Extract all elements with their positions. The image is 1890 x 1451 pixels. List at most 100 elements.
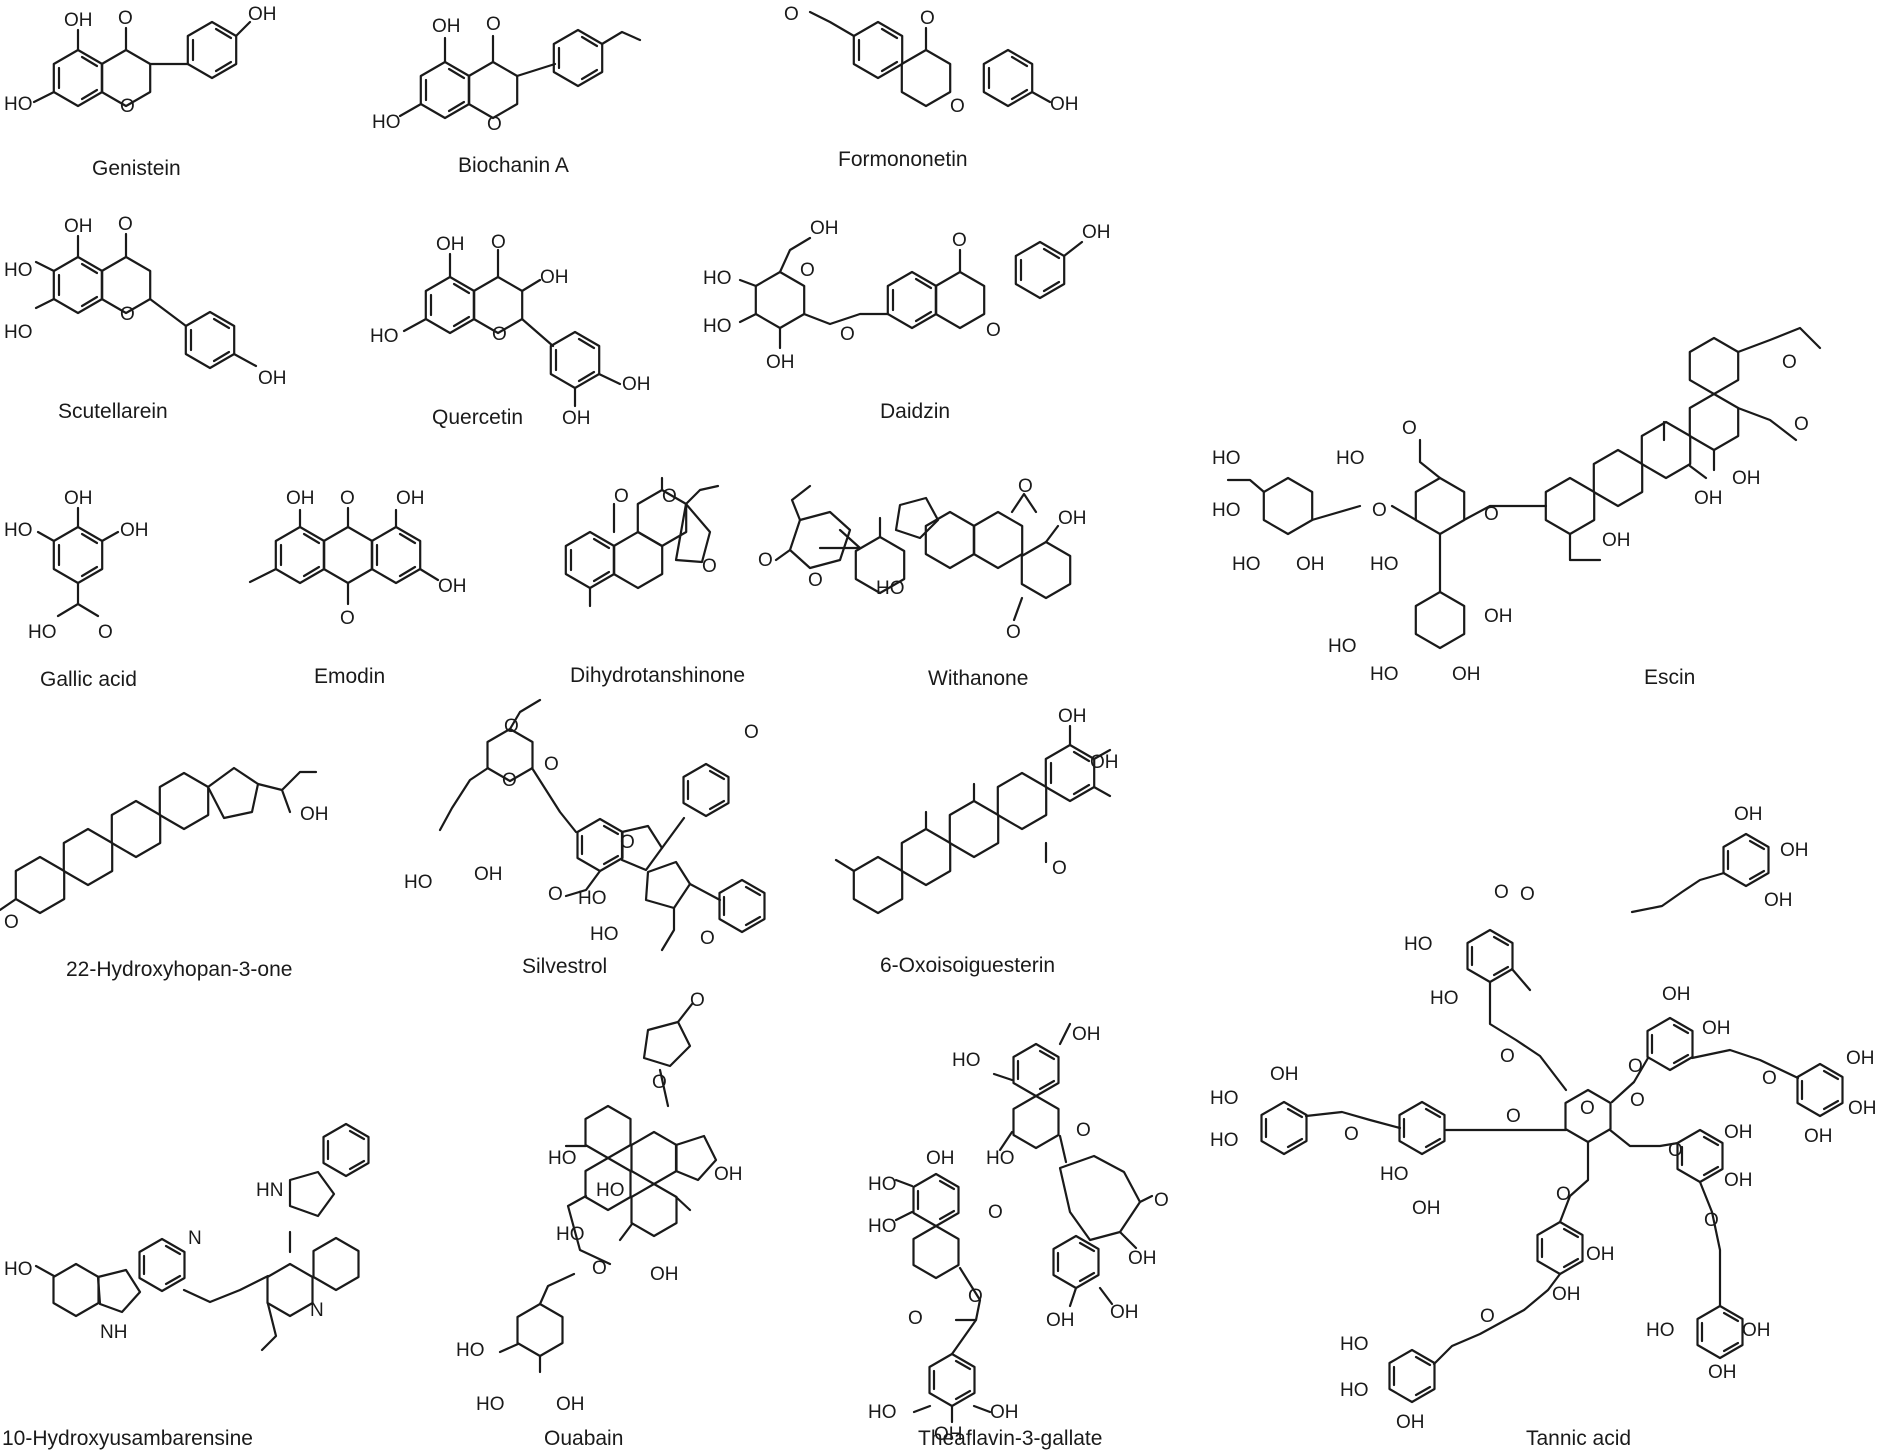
atom-label: OH [64,488,93,509]
atom-label: HO [28,622,57,643]
atom-label: OH [1412,1198,1441,1219]
atom-label: HO [876,578,905,599]
atom-label: HO [703,316,732,337]
atom-label: O [98,622,113,643]
atom-label: O [1580,1098,1595,1119]
atom-label: O [986,320,1001,341]
compound-tannic-acid: O O O O O O O O O O O O O OH OH OH HO HO… [1210,804,1877,1450]
compound-gallic-acid: OH HO OH HO O Gallic acid [4,488,149,691]
atom-label: O [548,884,563,905]
atom-label: HO [548,1148,577,1169]
atom-label: HO [1370,554,1399,575]
compound-name: Biochanin A [458,154,569,177]
atom-label: HO [868,1216,897,1237]
atom-label: O [1402,418,1417,439]
compound-name: Gallic acid [40,668,137,691]
atom-label: OH [622,374,651,395]
atom-label: O [340,608,355,629]
atom-label: OH [1452,664,1481,685]
compound-name: Theaflavin-3-gallate [918,1427,1102,1450]
atom-label: OH [1586,1244,1615,1265]
atom-label: O [1006,622,1021,643]
compound-name: Formononetin [838,148,968,171]
atom-label: HO [1340,1334,1369,1355]
atom-label: O [1668,1140,1683,1161]
atom-label: OH [1846,1048,1875,1069]
atom-label: OH [1082,222,1111,243]
atom-label: HO [986,1148,1015,1169]
atom-label: HO [372,112,401,133]
atom-label: O [120,304,135,325]
atom-label: NH [100,1322,127,1343]
atom-label: HO [370,326,399,347]
atom-label: OH [1702,1018,1731,1039]
compound-biochanin-a: OH O HO O Biochanin A [372,14,642,177]
atom-label: OH [1732,468,1761,489]
atom-label: OH [300,804,329,825]
atom-label: HO [703,268,732,289]
atom-label: OH [436,234,465,255]
atom-label: OH [766,352,795,373]
atom-label: O [492,324,507,345]
atom-label: HO [1212,448,1241,469]
atom-label: OH [1764,890,1793,911]
compound-name: Dihydrotanshinone [570,664,745,687]
atom-label: OH [1128,1248,1157,1269]
atom-label: HO [404,872,433,893]
atom-label: O [800,260,815,281]
atom-label: OH [1050,94,1079,115]
atom-label: HO [1370,664,1399,685]
atom-label: O [1630,1090,1645,1111]
atom-label: O [690,990,705,1011]
atom-label: HO [556,1224,585,1245]
atom-label: O [840,324,855,345]
compound-name: 6-Oxoisoiguesterin [880,954,1055,977]
atom-label: OH [1046,1310,1075,1331]
atom-label: OH [810,218,839,239]
atom-label: O [1018,476,1033,497]
atom-label: OH [1484,606,1513,627]
atom-label: O [1500,1046,1515,1067]
compound-escin: HO HO HO OH HO O O HO O HO OH HO OH OH O… [1212,326,1822,689]
atom-label: OH [64,10,93,31]
compound-name: Emodin [314,665,385,688]
atom-label: HO [868,1174,897,1195]
atom-label: O [702,556,717,577]
atom-label: OH [1270,1064,1299,1085]
compound-name: Withanone [928,667,1028,690]
atom-label: O [504,716,519,737]
atom-label: O [1762,1068,1777,1089]
compound-name: Quercetin [432,406,523,429]
atom-label: OH [1724,1122,1753,1143]
atom-label: OH [1296,554,1325,575]
atom-label: HO [1232,554,1261,575]
atom-label: OH [1708,1362,1737,1383]
atom-label: O [120,96,135,117]
atom-label: HO [1404,934,1433,955]
atom-label: HO [952,1050,981,1071]
atom-label: O [620,832,635,853]
atom-label: HO [4,1259,33,1280]
atom-label: HO [4,322,33,343]
compound-hydroxyhopanone: OH O 22-Hydroxyhopan-3-one [0,766,329,981]
atom-label: O [784,4,799,25]
atom-label: OH [1072,1024,1101,1045]
atom-label: O [1344,1124,1359,1145]
atom-label: OH [926,1148,955,1169]
atom-label: HO [868,1402,897,1423]
atom-label: OH [396,488,425,509]
atom-label: OH [1552,1284,1581,1305]
atom-label: O [487,114,502,135]
atom-label: O [1052,858,1067,879]
atom-label: HO [4,94,33,115]
atom-label: OH [248,4,277,25]
atom-label: OH [1780,840,1809,861]
atom-label: OH [562,408,591,429]
atom-label: HN [256,1180,283,1201]
compound-name: 10-Hydroxyusambarensine [2,1427,253,1450]
atom-label: OH [1602,530,1631,551]
atom-label: HO [1210,1130,1239,1151]
atom-label: O [1704,1210,1719,1231]
